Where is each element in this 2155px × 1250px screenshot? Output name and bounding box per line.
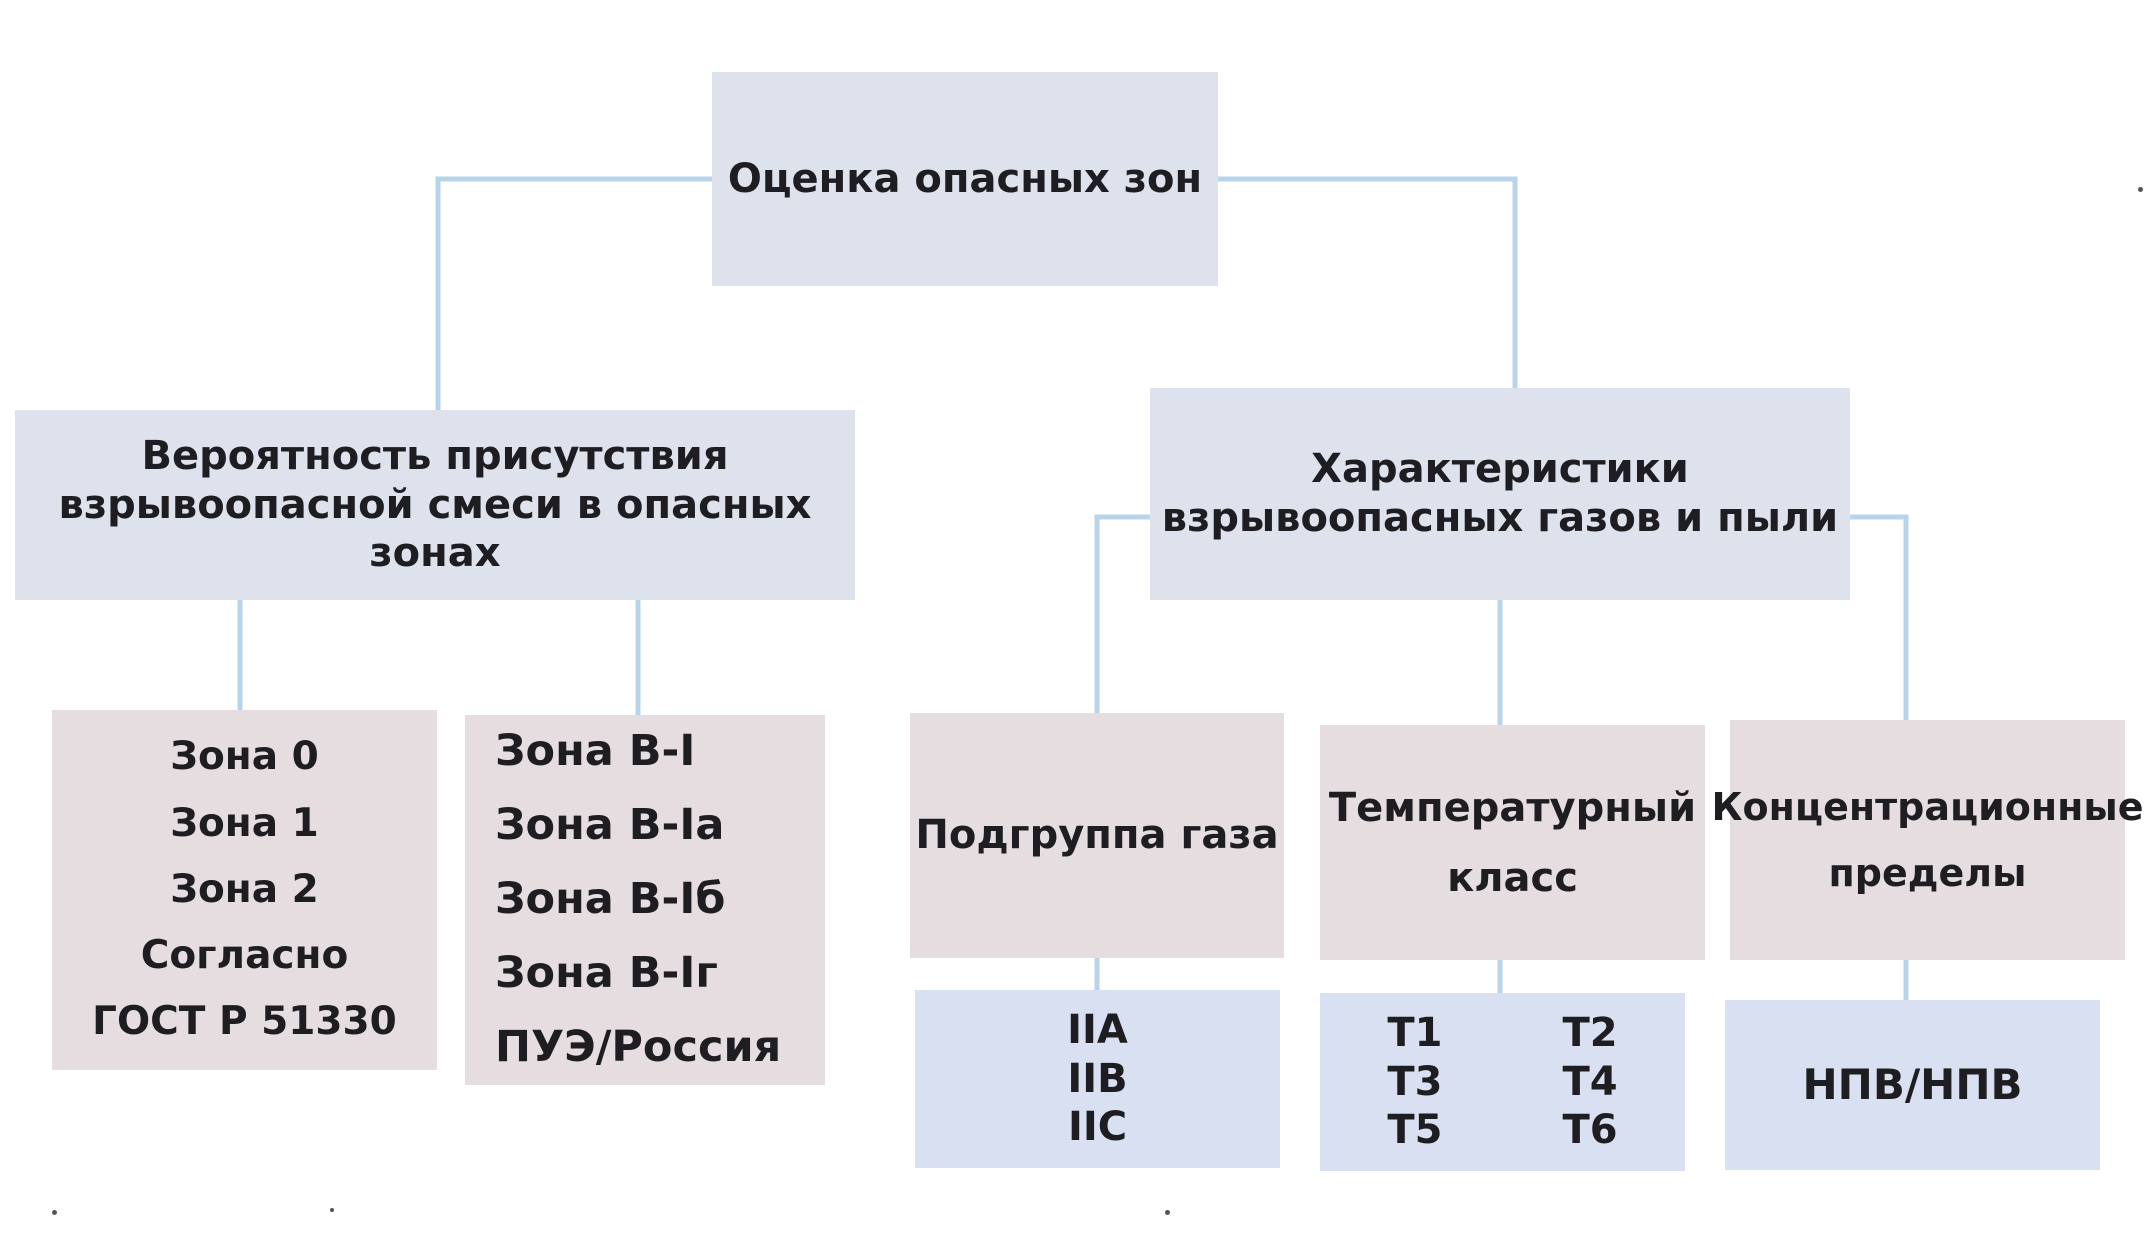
concentration-limits-node: Концентрационные пределы xyxy=(1711,720,2144,960)
probability-line: взрывоопасной смеси в опасных xyxy=(58,481,812,528)
concentration-limits-value-node: НПВ/НПВ xyxy=(1725,1000,2100,1170)
temperature-class-value: T2 xyxy=(1562,1009,1618,1056)
temperature-class-line: Температурный xyxy=(1328,784,1697,831)
zone-gost-line: Зона 2 xyxy=(170,866,319,912)
zone-pue-line: Зона В-I xyxy=(495,726,696,777)
gas-subgroup-node: Подгруппа газа xyxy=(910,713,1284,958)
concentration-limits-line: пределы xyxy=(1828,851,2027,895)
zone-pue-line: Зона В-Iб xyxy=(495,874,726,925)
gas-subgroup-values-node: IIA IIB IIC xyxy=(915,990,1280,1168)
connector-root-left xyxy=(435,176,712,410)
concentration-limits-value: НПВ/НПВ xyxy=(1802,1060,2023,1110)
scan-speck xyxy=(330,1208,334,1212)
probability-line: зонах xyxy=(369,530,501,577)
characteristics-node: Характеристики взрывоопасных газов и пыл… xyxy=(1150,388,1850,600)
temperature-class-value: T3 xyxy=(1387,1058,1443,1105)
temperature-class-line: класс xyxy=(1447,854,1578,901)
zone-pue-line: Зона В-Iа xyxy=(495,800,725,851)
zone-gost-line: Согласно xyxy=(140,933,349,979)
scan-speck xyxy=(52,1210,57,1215)
temperature-class-value: T6 xyxy=(1562,1107,1618,1154)
gas-subgroup-value: IIC xyxy=(1067,1104,1128,1151)
characteristics-line: взрывоопасных газов и пыли xyxy=(1161,495,1839,541)
zone-pue-line: Зона В-Iг xyxy=(495,947,718,998)
scan-speck xyxy=(1165,1210,1170,1215)
temperature-class-values-node: T1 T2 T3 T4 T5 T6 xyxy=(1320,993,1685,1171)
gas-subgroup-label: Подгруппа газа xyxy=(915,812,1279,859)
zone-gost-line: Зона 0 xyxy=(170,734,319,780)
gas-subgroup-value: IIB xyxy=(1067,1055,1128,1102)
temperature-class-value: T4 xyxy=(1562,1058,1618,1105)
probability-node: Вероятность присутствия взрывоопасной см… xyxy=(15,410,855,600)
temperature-class-grid: T1 T2 T3 T4 T5 T6 xyxy=(1387,1009,1617,1155)
temperature-class-value: T1 xyxy=(1387,1009,1443,1056)
gas-subgroup-value: IIA xyxy=(1067,1006,1128,1053)
root-node: Оценка опасных зон xyxy=(712,72,1218,286)
zone-gost-line: ГОСТ Р 51330 xyxy=(92,999,397,1045)
concentration-limits-line: Концентрационные xyxy=(1711,784,2144,829)
probability-line: Вероятность присутствия xyxy=(141,432,729,479)
root-label: Оценка опасных зон xyxy=(727,155,1203,202)
scan-speck xyxy=(2138,187,2143,192)
characteristics-line: Характеристики xyxy=(1311,446,1689,493)
zone-pue-line: ПУЭ/Россия xyxy=(495,1021,782,1072)
zone-gost-line: Зона 1 xyxy=(170,800,319,846)
temperature-class-node: Температурный класс xyxy=(1320,725,1705,960)
connector-root-right xyxy=(1218,176,1518,388)
zones-gost-node: Зона 0 Зона 1 Зона 2 Согласно ГОСТ Р 513… xyxy=(52,710,437,1070)
zones-pue-node: Зона В-I Зона В-Iа Зона В-Iб Зона В-Iг П… xyxy=(465,715,825,1085)
temperature-class-value: T5 xyxy=(1387,1107,1443,1154)
